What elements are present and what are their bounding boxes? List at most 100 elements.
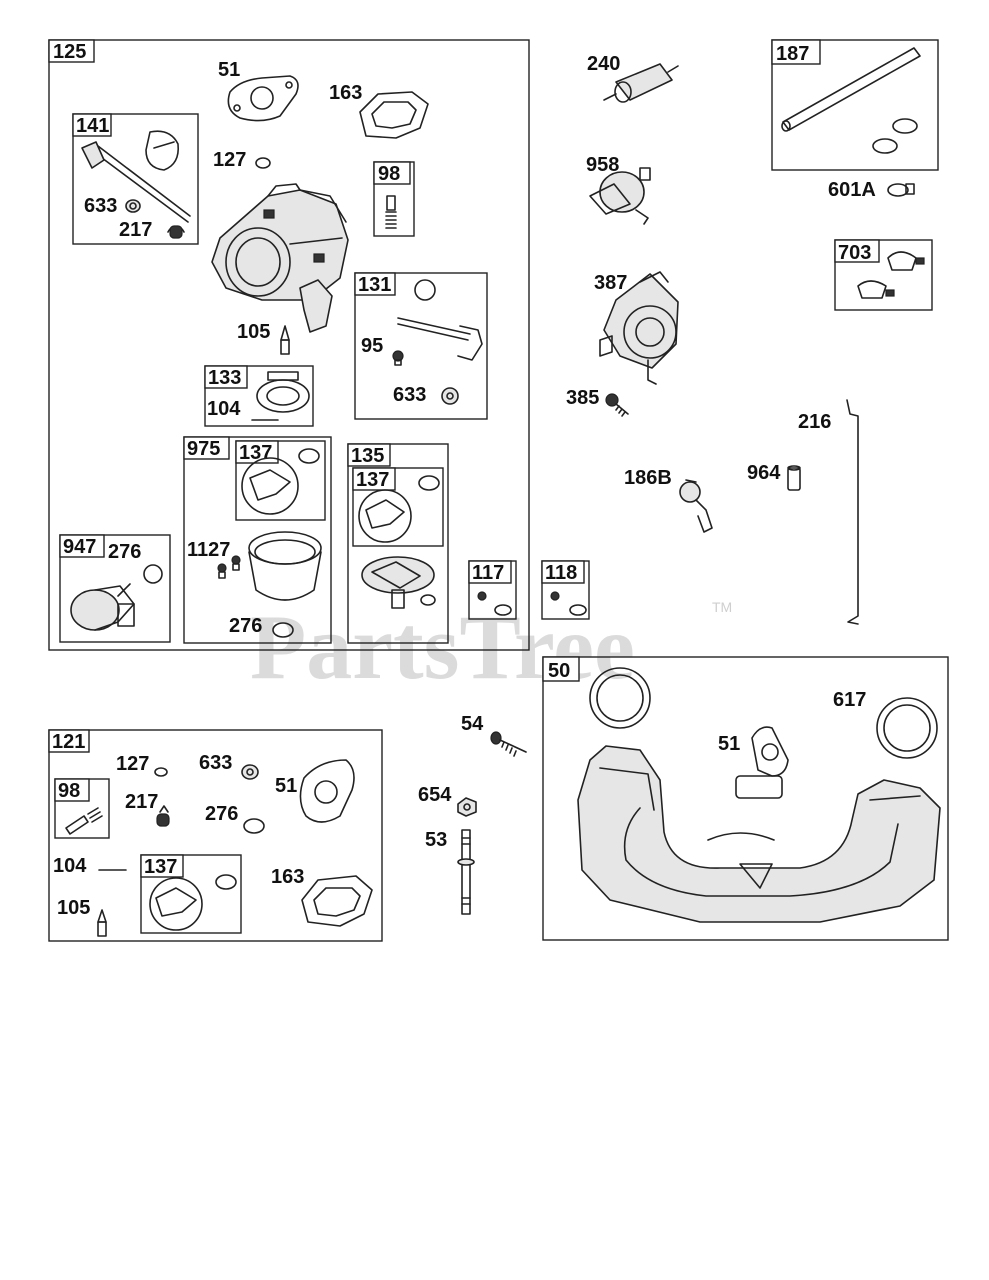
part-label-601A: 601A (828, 179, 876, 201)
kit-label-137-a: 137 (239, 442, 272, 464)
part-label-617: 617 (833, 689, 866, 711)
part-label-216: 216 (798, 411, 831, 433)
part-label-217: 217 (119, 219, 152, 241)
kit-label-137-b: 137 (356, 469, 389, 491)
kit-label-118: 118 (545, 562, 577, 584)
intake-gasket-left-icon (589, 667, 651, 729)
kit-box-187 (771, 39, 939, 171)
kit-label-703: 703 (838, 242, 871, 264)
part-label-127: 127 (213, 149, 246, 171)
kit-tag-98 (373, 161, 411, 185)
gasket-137-a-icon (241, 448, 320, 515)
link-rod-216-icon (846, 399, 859, 625)
gasket-51-kit-icon (299, 759, 355, 823)
fuel-pump-387-icon (599, 271, 679, 385)
kit-box-137-b (352, 467, 444, 547)
fuel-line-187-icon (781, 47, 921, 154)
kit-tag-703 (834, 239, 880, 263)
kit-box-135 (347, 443, 449, 644)
fitting-186B-icon (679, 479, 713, 533)
fuel-filter-240-icon (603, 63, 679, 103)
kit-label-131: 131 (358, 274, 391, 296)
screw-117-icon (477, 591, 512, 616)
kit-label-141: 141 (76, 115, 109, 137)
part-label-240: 240 (587, 53, 620, 75)
plug-127-kit-icon (154, 767, 168, 777)
kit-tag-137-kit (140, 854, 184, 878)
stud-53-icon (457, 829, 475, 915)
part-label-276-kit: 276 (205, 803, 238, 825)
part-label-104-kit: 104 (53, 855, 87, 877)
gasket-51-manifold-icon (751, 726, 789, 777)
washer-276-icon (272, 622, 294, 638)
kit-tag-975 (183, 436, 230, 460)
throttle-shaft-141-icon (81, 130, 191, 223)
float-bowl-icon (248, 531, 322, 601)
fuel-shutoff-958-icon (589, 167, 651, 225)
kit-label-125: 125 (53, 41, 86, 63)
choke-shaft-131-icon (397, 279, 483, 361)
kit-box-50 (542, 656, 949, 941)
kit-tag-947 (59, 534, 105, 558)
kit-tag-50 (542, 656, 580, 682)
needle-105-icon (280, 325, 290, 355)
carburetor-body-icon (211, 183, 349, 333)
float-assembly-135-icon (361, 556, 436, 609)
part-label-633-kit: 633 (199, 752, 232, 774)
part-label-163: 163 (329, 82, 362, 104)
part-label-1127: 1127 (187, 539, 230, 561)
part-label-51-manifold: 51 (718, 733, 740, 755)
kit-tag-187 (771, 39, 821, 65)
part-label-387: 387 (594, 272, 627, 294)
screw-1127-icon (217, 555, 241, 579)
part-label-51: 51 (218, 59, 240, 81)
sleeve-964-icon (787, 465, 801, 491)
kit-label-135: 135 (351, 445, 384, 467)
washer-276-solenoid-icon (143, 564, 163, 584)
kit-tag-141 (72, 113, 112, 137)
bolt-54-icon (490, 731, 527, 757)
plug-127-icon (255, 157, 271, 169)
part-label-633: 633 (84, 195, 117, 217)
part-label-104: 104 (207, 398, 241, 420)
clamp-601A-icon (887, 183, 915, 197)
kit-tag-125 (48, 39, 95, 63)
kit-box-131 (354, 272, 488, 420)
kit-label-121: 121 (52, 731, 85, 753)
kit-tag-133 (204, 365, 248, 389)
intake-gasket-617-icon (876, 697, 938, 759)
kit-box-137-a (235, 440, 326, 521)
float-133-icon (251, 371, 310, 421)
part-label-385: 385 (566, 387, 599, 409)
kit-box-947 (59, 534, 171, 643)
part-label-654: 654 (418, 784, 452, 806)
kit-label-117: 117 (472, 562, 504, 584)
kit-tag-118 (541, 560, 585, 584)
bushing-633-icon (125, 199, 141, 213)
kit-label-50: 50 (548, 660, 570, 682)
kit-box-975 (183, 436, 332, 644)
kit-tag-131 (354, 272, 396, 296)
needle-105-kit-icon (97, 909, 107, 937)
part-label-217-kit: 217 (125, 791, 158, 813)
part-label-276: 276 (229, 615, 262, 637)
part-label-964: 964 (747, 462, 781, 484)
gasket-163-kit-icon (301, 875, 373, 927)
part-label-163-kit: 163 (271, 866, 304, 888)
part-label-51-kit: 51 (275, 775, 297, 797)
gasket-51-icon (227, 75, 299, 122)
screw-385-icon (605, 393, 629, 417)
kit-tag-121 (48, 729, 90, 753)
kit-box-125 (48, 39, 530, 651)
kit-tag-137-b (352, 467, 396, 491)
part-label-633-choke: 633 (393, 384, 426, 406)
kit-tag-117 (468, 560, 512, 584)
kit-tag-98-kit (54, 778, 90, 802)
kit-label-137-kit: 137 (144, 856, 177, 878)
watermark: PartsTree (250, 596, 635, 698)
screw-98-kit-icon (65, 807, 103, 835)
part-label-958: 958 (586, 154, 619, 176)
kit-box-137-kit (140, 854, 242, 934)
watermark-trademark: TM (712, 599, 732, 615)
